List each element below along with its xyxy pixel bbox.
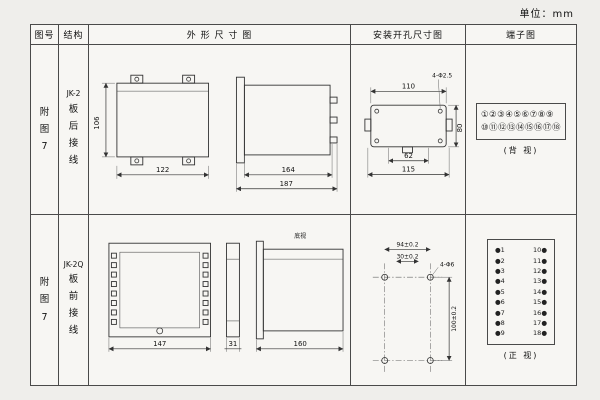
side-view: 164 187: [235, 76, 338, 192]
dim-bottom-width: 115: [402, 165, 415, 173]
terminal-right: 14●: [533, 287, 547, 296]
dim-hole-note: 4-Φ2.5: [432, 72, 452, 79]
terminal-pair: ●6 15●: [495, 297, 547, 307]
dim-side-total: 187: [280, 179, 293, 187]
view-label-front: (正 视): [503, 350, 539, 360]
terminal-right: 18●: [533, 329, 547, 338]
terminal-right: 17●: [533, 318, 547, 327]
front-view: 147: [108, 242, 211, 352]
model-label-jk2: JK-2: [66, 89, 81, 99]
terminal-pair: ●4 13●: [495, 276, 547, 286]
outline-drawing-jk2q: 147 31 底视: [89, 215, 351, 385]
terminal-pair: ●1 10●: [495, 245, 547, 255]
mounting-drawing-jk2q-svg: 94±0.2 30±0.2 4-Φ6 100±0.2: [372, 241, 458, 373]
unit-label: 单位：mm: [519, 9, 574, 20]
spec-table: 图号 结构 外 形 尺 寸 图 安装开孔尺寸图 端子图 附图7 JK-2 板后接…: [30, 24, 577, 386]
terminal-pair: ●7 16●: [495, 308, 547, 318]
dim-inner-width: 62: [404, 151, 413, 159]
terminal-right: 12●: [533, 267, 547, 276]
terminal-left: ●5: [495, 287, 505, 296]
dim-front-width: 147: [153, 340, 166, 348]
terminal-right: 10●: [533, 246, 547, 255]
terminal-pair: ●2 11●: [495, 256, 547, 266]
terminal-left: ●8: [495, 318, 505, 327]
terminal-pair: ●5 14●: [495, 287, 547, 297]
front-view: 106 122: [93, 74, 209, 179]
terminal-right: 16●: [533, 308, 547, 317]
dim-side-width: 31: [229, 340, 238, 348]
terminal-box-rear: ①②③④⑤⑥⑦⑧⑨ ⑩⑪⑫⑬⑭⑮⑯⑰⑱: [475, 102, 567, 141]
outline-drawing-jk2: 106 122 16: [89, 45, 351, 215]
mounting-drawing-jk2-svg: 110 4-Φ2.5 80 62: [364, 72, 464, 178]
dim-inner-width: 30±0.2: [397, 253, 419, 260]
terminal-pair: ●8 17●: [495, 318, 547, 328]
depth-view: 底视 160: [255, 232, 344, 352]
header-structure: 结构: [59, 25, 89, 45]
terminal-right: 13●: [533, 277, 547, 286]
header-outline: 外 形 尺 寸 图: [89, 25, 351, 45]
header-terminal: 端子图: [466, 25, 576, 45]
structure-cell-jk2: JK-2 板后接线: [59, 45, 89, 215]
terminal-left: ●1: [495, 246, 505, 255]
terminal-left: ●3: [495, 267, 505, 276]
dim-depth: 160: [294, 340, 307, 348]
terminal-pair: ●9 18●: [495, 328, 547, 338]
structure-label-jk2q: 板前接线: [68, 274, 79, 337]
dim-side-depth: 164: [282, 165, 296, 173]
panel-cutout: 110 4-Φ2.5 80 62: [364, 72, 464, 178]
mounting-drawing-jk2: 110 4-Φ2.5 80 62: [351, 45, 466, 215]
view-note-bottom: 底视: [294, 232, 306, 240]
terminal-box-front: ●1 10● ●2 11● ●3 12● ●4 13● ●5 14●: [487, 239, 555, 345]
view-label-rear: (背 视): [503, 146, 539, 156]
side-profile: 31: [224, 242, 242, 352]
hole-pattern: 94±0.2 30±0.2 4-Φ6 100±0.2: [372, 241, 458, 373]
outline-drawing-jk2q-svg: 147 31 底视: [108, 232, 344, 352]
model-label-jk2q: JK-2Q: [63, 259, 84, 269]
terminal-row-bottom: ⑩⑪⑫⑬⑭⑮⑯⑰⑱: [480, 123, 562, 133]
terminal-left: ●7: [495, 308, 505, 317]
terminal-right: 11●: [533, 256, 547, 265]
dim-front-height: 106: [93, 116, 101, 129]
terminal-diagram-jk2: ①②③④⑤⑥⑦⑧⑨ ⑩⑪⑫⑬⑭⑮⑯⑰⑱ (背 视): [466, 45, 576, 215]
header-mounting: 安装开孔尺寸图: [351, 25, 466, 45]
dim-top-width: 94±0.2: [397, 241, 419, 248]
dim-side-height: 80: [456, 123, 464, 132]
terminal-left: ●9: [495, 329, 505, 338]
dim-hole-note: 4-Φ6: [440, 261, 455, 268]
dim-side-height: 100±0.2: [451, 306, 458, 332]
terminal-left: ●2: [495, 256, 505, 265]
terminal-diagram-jk2q: ●1 10● ●2 11● ●3 12● ●4 13● ●5 14●: [466, 215, 576, 385]
structure-label-jk2: 板后接线: [68, 103, 79, 166]
outline-drawing-jk2-svg: 106 122 16: [93, 74, 338, 192]
terminal-pair: ●3 12●: [495, 266, 547, 276]
terminal-row-top: ①②③④⑤⑥⑦⑧⑨: [480, 109, 555, 120]
structure-cell-jk2q: JK-2Q 板前接线: [59, 215, 89, 385]
header-fig-no: 图号: [31, 25, 59, 45]
mounting-drawing-jk2q: 94±0.2 30±0.2 4-Φ6 100±0.2: [351, 215, 466, 385]
terminal-left: ●4: [495, 277, 505, 286]
dim-front-width: 122: [156, 165, 169, 173]
dim-top-width: 110: [402, 82, 415, 90]
fig-no-label: 附图7: [39, 277, 50, 323]
fig-no-cell-jk2q: 附图7: [31, 215, 59, 385]
fig-no-cell-jk2: 附图7: [31, 45, 59, 215]
terminal-left: ●6: [495, 298, 505, 307]
fig-no-label: 附图7: [39, 106, 50, 153]
terminal-right: 15●: [533, 298, 547, 307]
